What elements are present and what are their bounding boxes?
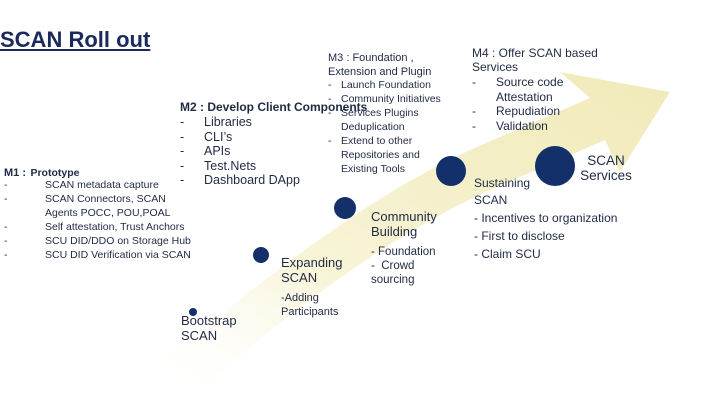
m3-heading: M3 : Foundation , Extension and Plugin xyxy=(328,51,431,79)
m1-heading: M1 : Prototype xyxy=(4,163,79,181)
m4-item: Validation xyxy=(496,118,548,133)
stage-dot-bootstrap xyxy=(189,308,197,316)
stage-label-community: Community Building xyxy=(371,209,437,239)
stage-label-services: SCAN Services xyxy=(576,153,636,183)
m4-heading: M4 : Offer SCAN based Services xyxy=(472,46,598,74)
m3-item: Community Initiatives xyxy=(341,93,441,105)
stage-note-line: -Adding xyxy=(281,292,319,304)
stage-label-line: Bootstrap xyxy=(181,313,237,328)
stage-list-community: - Foundation - Crowd sourcing xyxy=(371,245,436,287)
m3-heading-line: M3 : Foundation , xyxy=(328,52,414,64)
m2-heading: M2 : Develop Client Components xyxy=(180,100,368,114)
m3-heading-line: Extension and Plugin xyxy=(328,66,432,78)
stage-note-expanding: -Adding Participants xyxy=(281,291,338,319)
page-title: SCAN Roll out xyxy=(0,27,151,52)
m4-item: Source code Attestation xyxy=(496,75,564,104)
stage-list-item: - Crowd xyxy=(371,260,415,272)
m2-item: Libraries xyxy=(204,115,252,129)
m4-item: Repudiation xyxy=(496,104,561,118)
m1-item: SCU DID/DDO on Storage Hub xyxy=(45,235,191,247)
stage-list-item: - Foundation xyxy=(371,246,436,258)
m3-item: Extend to other Repositories and Existin… xyxy=(341,135,420,175)
stage-dot-community xyxy=(334,197,356,219)
stage-label-line: SCAN xyxy=(181,328,218,343)
stage-label-line: SCAN xyxy=(587,153,625,168)
m3-item: Services Plugins Deduplication xyxy=(341,107,419,133)
m3-list: -Launch Foundation -Community Initiative… xyxy=(328,79,441,175)
stage-list-item: - Claim SCU xyxy=(474,247,541,261)
m1-list: -SCAN metadata capture -SCAN Connectors,… xyxy=(4,178,204,262)
m2-item: Dashboard DApp xyxy=(204,173,300,187)
stage-label-bootstrap: Bootstrap SCAN xyxy=(181,313,237,343)
m1-item: SCAN Connectors, SCAN Agents POCC, POU,P… xyxy=(45,193,171,219)
m2-list: -Libraries -CLI’s -APIs -Test.Nets -Dash… xyxy=(180,115,300,187)
stage-dot-services xyxy=(535,146,575,186)
m4-heading-line: Services xyxy=(472,60,519,74)
m2-item: APIs xyxy=(204,144,231,158)
stage-label-expanding: Expanding SCAN xyxy=(281,255,342,285)
m2-item: CLI’s xyxy=(204,129,233,144)
m1-item: SCU DID Verification via SCAN xyxy=(45,249,191,261)
m4-heading-line: M4 : Offer SCAN based xyxy=(472,46,598,60)
stage-label-line: Sustaining xyxy=(474,176,531,190)
m1-item: SCAN metadata capture xyxy=(45,179,159,191)
stage-label-line: Community xyxy=(371,209,437,224)
stage-label-line: SCAN xyxy=(474,193,508,207)
stage-list-sustaining: - Incentives to organization - First to … xyxy=(474,209,617,263)
stage-list-item: sourcing xyxy=(371,274,415,286)
stage-label-line: Expanding xyxy=(281,255,343,270)
stage-list-item: - First to disclose xyxy=(474,229,565,243)
stage-list-item: - Incentives to organization xyxy=(474,211,618,225)
stage-label-line: SCAN xyxy=(281,270,318,285)
m2-item: Test.Nets xyxy=(204,158,257,173)
m4-list: -Source code Attestation -Repudiation -V… xyxy=(472,75,592,133)
m1-name: Prototype xyxy=(30,167,80,179)
stage-dot-expanding xyxy=(253,247,269,263)
stage-dot-sustaining xyxy=(436,156,466,186)
m1-item: Self attestation, Trust Anchors xyxy=(45,221,185,233)
m1-label: M1 : xyxy=(4,167,26,179)
m3-item: Launch Foundation xyxy=(341,79,431,91)
stage-label-line: Services xyxy=(580,168,632,183)
stage-note-line: Participants xyxy=(281,306,339,318)
stage-label-sustaining: Sustaining SCAN xyxy=(474,175,530,209)
stage-label-line: Building xyxy=(371,224,418,239)
